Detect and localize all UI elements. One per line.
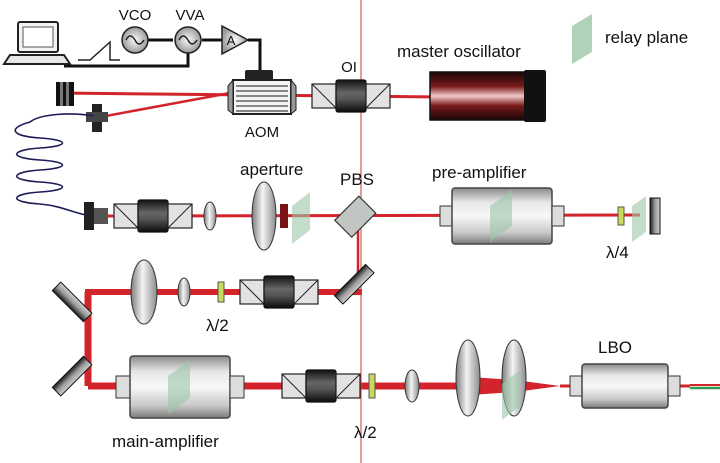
lbo-label: LBO bbox=[598, 338, 632, 357]
pbs-cube bbox=[333, 195, 377, 239]
aperture-plate bbox=[280, 204, 288, 228]
optical-fiber bbox=[14, 113, 95, 217]
lens-row2-small bbox=[203, 201, 217, 231]
mirror-top-left bbox=[51, 281, 93, 323]
lens-row4-large-2 bbox=[501, 339, 527, 420]
relay-plane-aperture bbox=[292, 192, 310, 244]
pre-amplifier-device bbox=[439, 187, 565, 245]
half-wave-plate-lower bbox=[368, 373, 376, 399]
master-oscillator-label: master oscillator bbox=[397, 42, 521, 61]
amplifier-label: A bbox=[227, 33, 236, 48]
lens-row3-large bbox=[130, 259, 158, 325]
half-wave-plate-upper bbox=[217, 281, 225, 303]
oi-label: OI bbox=[341, 59, 357, 76]
pbs-label: PBS bbox=[340, 170, 374, 189]
fiber-collimator bbox=[84, 202, 108, 230]
half-wave-label-lower: λ/2 bbox=[354, 423, 377, 442]
mirror-bottom-left bbox=[51, 355, 93, 397]
relay-plane-legend-icon bbox=[572, 14, 592, 64]
ramp-signal-icon bbox=[78, 40, 120, 61]
main-amplifier-device bbox=[115, 355, 245, 419]
isolator-row3 bbox=[239, 275, 319, 309]
fiber-coupler-top bbox=[56, 82, 108, 132]
isolator-row4 bbox=[281, 369, 361, 403]
lbo-crystal bbox=[569, 363, 681, 409]
aperture-label: aperture bbox=[240, 160, 303, 179]
vva-icon bbox=[174, 26, 202, 54]
half-wave-label-upper: λ/2 bbox=[206, 316, 229, 335]
vva-label: VVA bbox=[176, 7, 205, 24]
amplifier-icon bbox=[221, 24, 250, 56]
quarter-wave-label: λ/4 bbox=[606, 243, 629, 262]
aom-device bbox=[227, 70, 297, 116]
relay-plane-label: relay plane bbox=[605, 28, 688, 47]
end-mirror-row2 bbox=[632, 196, 661, 242]
optical-isolator bbox=[311, 79, 391, 113]
aperture-lens bbox=[251, 181, 277, 251]
lens-row4-small bbox=[404, 369, 420, 403]
vco-icon bbox=[121, 26, 149, 54]
isolator-row2 bbox=[113, 199, 193, 233]
vco-label: VCO bbox=[119, 7, 152, 24]
beam-aom-deflected bbox=[94, 91, 231, 120]
pre-amplifier-label: pre-amplifier bbox=[432, 163, 527, 182]
aom-label: AOM bbox=[245, 124, 279, 141]
lens-row4-large-1 bbox=[455, 339, 481, 417]
quarter-wave-plate bbox=[617, 206, 625, 226]
lens-row3-small bbox=[177, 277, 191, 307]
mirror-pbs-lower bbox=[333, 263, 375, 305]
computer-icon bbox=[2, 21, 72, 65]
master-oscillator-device bbox=[429, 70, 546, 122]
main-amplifier-label: main-amplifier bbox=[112, 432, 219, 451]
